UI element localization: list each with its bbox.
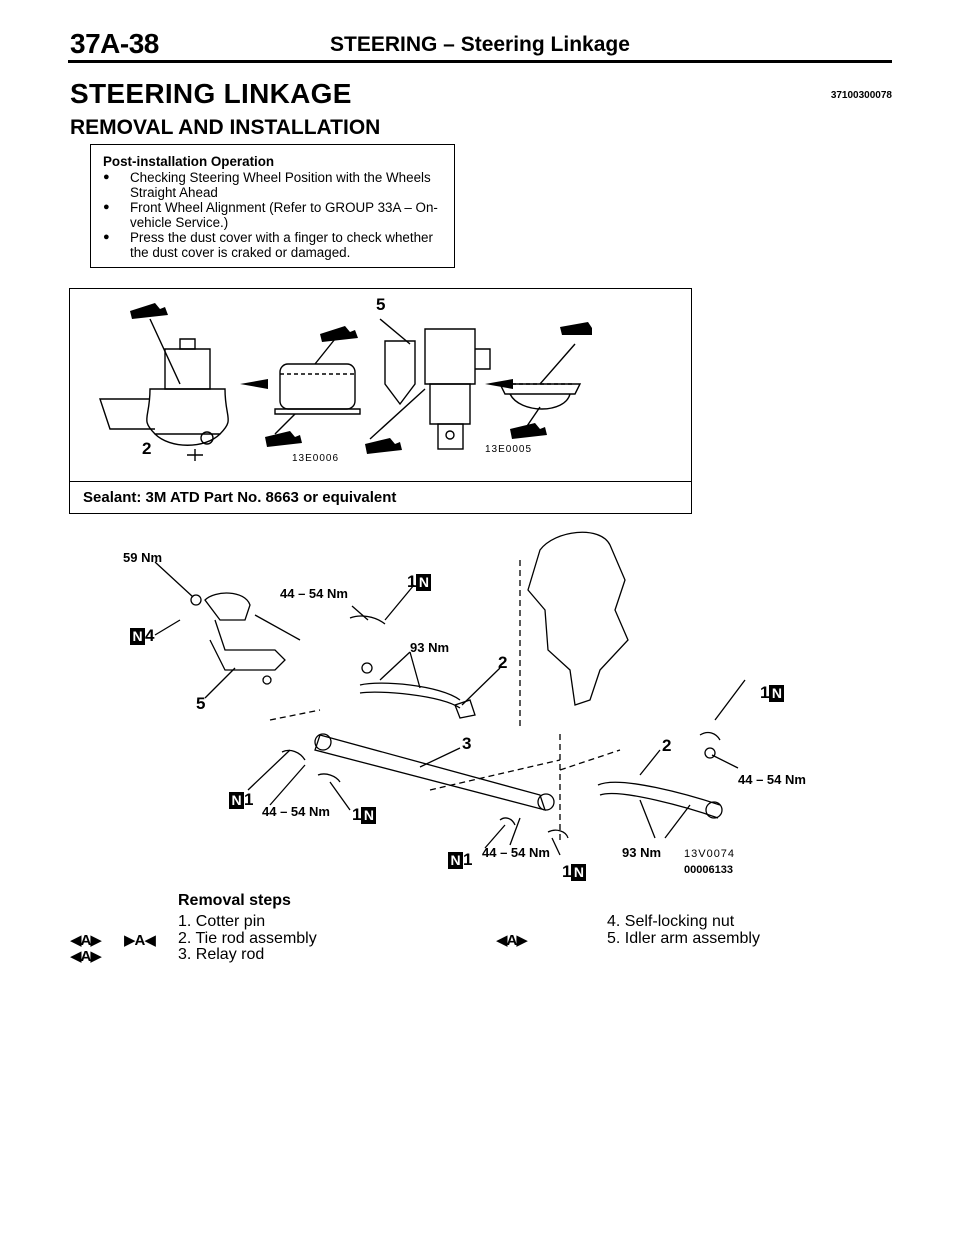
new-part-mark: N [229, 792, 244, 810]
removal-mark: ◀A▶ [70, 932, 102, 949]
post-installation-box: Post-installation Operation Checking Ste… [90, 144, 455, 268]
torque-relay-rod-right: 44 – 54 Nm [482, 845, 550, 860]
figure-code-right: 13E0005 [485, 444, 533, 455]
callout-5: 5 [376, 295, 386, 314]
running-head: STEERING – Steering Linkage [330, 33, 630, 56]
installation-mark: ▶A◀ [124, 932, 156, 949]
figure-code: 13V0074 [684, 848, 736, 860]
removal-step: 1. Cotter pin [178, 913, 266, 930]
dust-cover-illustration [99, 303, 592, 461]
callout-3: 3 [462, 734, 472, 753]
post-installation-item: Press the dust cover with a finger to ch… [103, 230, 444, 260]
callout-2: 2 [142, 439, 152, 458]
torque-relay-rod-left: 44 – 54 Nm [262, 804, 330, 819]
linkage-illustration [154, 531, 746, 856]
torque-tie-rod-lock-lower: 93 Nm [622, 845, 662, 860]
callout-2-lower: 2 [662, 736, 672, 755]
torque-idler-nut: 59 Nm [123, 550, 163, 565]
new-part-mark: N [448, 852, 463, 870]
new-part-mark: N [130, 628, 145, 646]
removal-steps-title: Removal steps [178, 892, 291, 909]
sealant-figure: 5 2 13E0006 13E0005 Sealant: 3M ATD Part… [69, 288, 692, 514]
post-installation-list: Checking Steering Wheel Position with th… [103, 170, 444, 260]
removal-step: 4. Self-locking nut [607, 913, 735, 930]
page-title: STEERING LINKAGE [70, 78, 352, 109]
torque-tie-rod-lock-upper: 93 Nm [410, 640, 450, 655]
callout-5: 5 [196, 694, 206, 713]
sealant-note: Sealant: 3M ATD Part No. 8663 or equival… [83, 489, 397, 506]
removal-mark: ◀A▶ [496, 932, 528, 949]
new-part-mark: N [416, 574, 432, 592]
post-installation-item: Front Wheel Alignment (Refer to GROUP 33… [103, 200, 444, 230]
figure-number: 00006133 [684, 864, 733, 876]
callout-2-upper: 2 [498, 653, 508, 672]
removal-step: 5. Idler arm assembly [607, 930, 760, 947]
removal-step: 3. Relay rod [178, 946, 265, 963]
document-code: 37100300078 [830, 90, 892, 101]
removal-mark: ◀A▶ [70, 948, 102, 965]
torque-tie-rod-lower: 44 – 54 Nm [738, 772, 806, 787]
figure-code-left: 13E0006 [292, 453, 340, 464]
new-part-mark: N [361, 807, 377, 825]
torque-tie-rod-upper: 44 – 54 Nm [280, 586, 348, 601]
figure-divider [70, 481, 691, 482]
post-installation-item: Checking Steering Wheel Position with th… [103, 170, 444, 200]
new-part-mark: N [571, 864, 587, 882]
header-rule [68, 60, 892, 63]
page-number: 37A-38 [70, 28, 159, 59]
section-title: REMOVAL AND INSTALLATION [70, 116, 381, 139]
removal-step: 2. Tie rod assembly [178, 930, 317, 947]
new-part-mark: N [769, 685, 785, 703]
linkage-diagram: 59 Nm 44 – 54 Nm 93 Nm 44 – 54 Nm 44 – 5… [0, 520, 960, 892]
post-installation-title: Post-installation Operation [103, 154, 275, 169]
